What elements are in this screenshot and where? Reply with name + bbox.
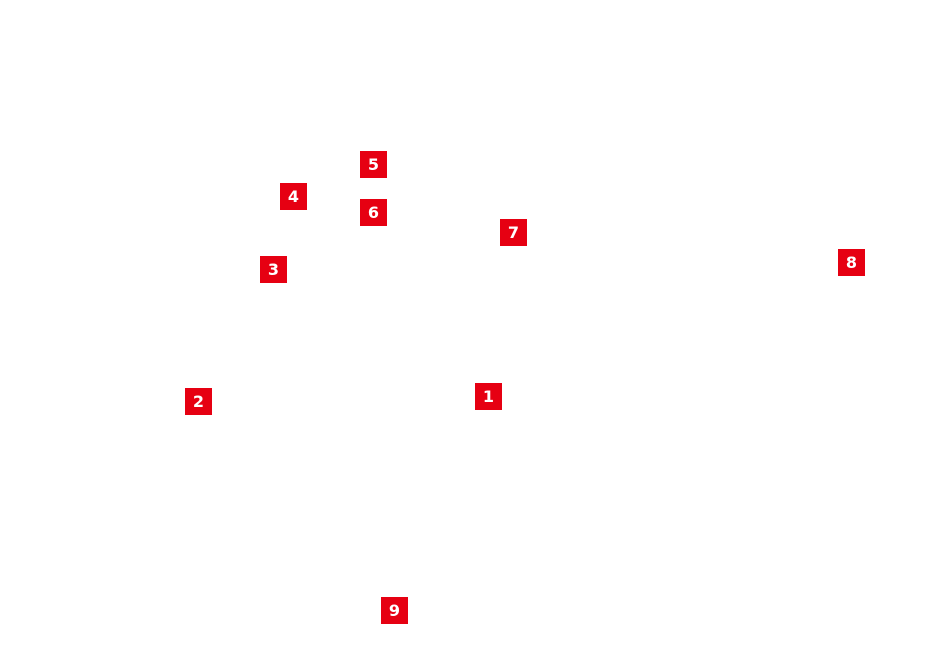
marker-5: 5	[360, 151, 387, 178]
marker-7: 7	[500, 219, 527, 246]
marker-4: 4	[280, 183, 307, 210]
marker-1: 1	[475, 383, 502, 410]
marker-9: 9	[381, 597, 408, 624]
marker-6: 6	[360, 199, 387, 226]
marker-8: 8	[838, 249, 865, 276]
marker-2: 2	[185, 388, 212, 415]
marker-3: 3	[260, 256, 287, 283]
